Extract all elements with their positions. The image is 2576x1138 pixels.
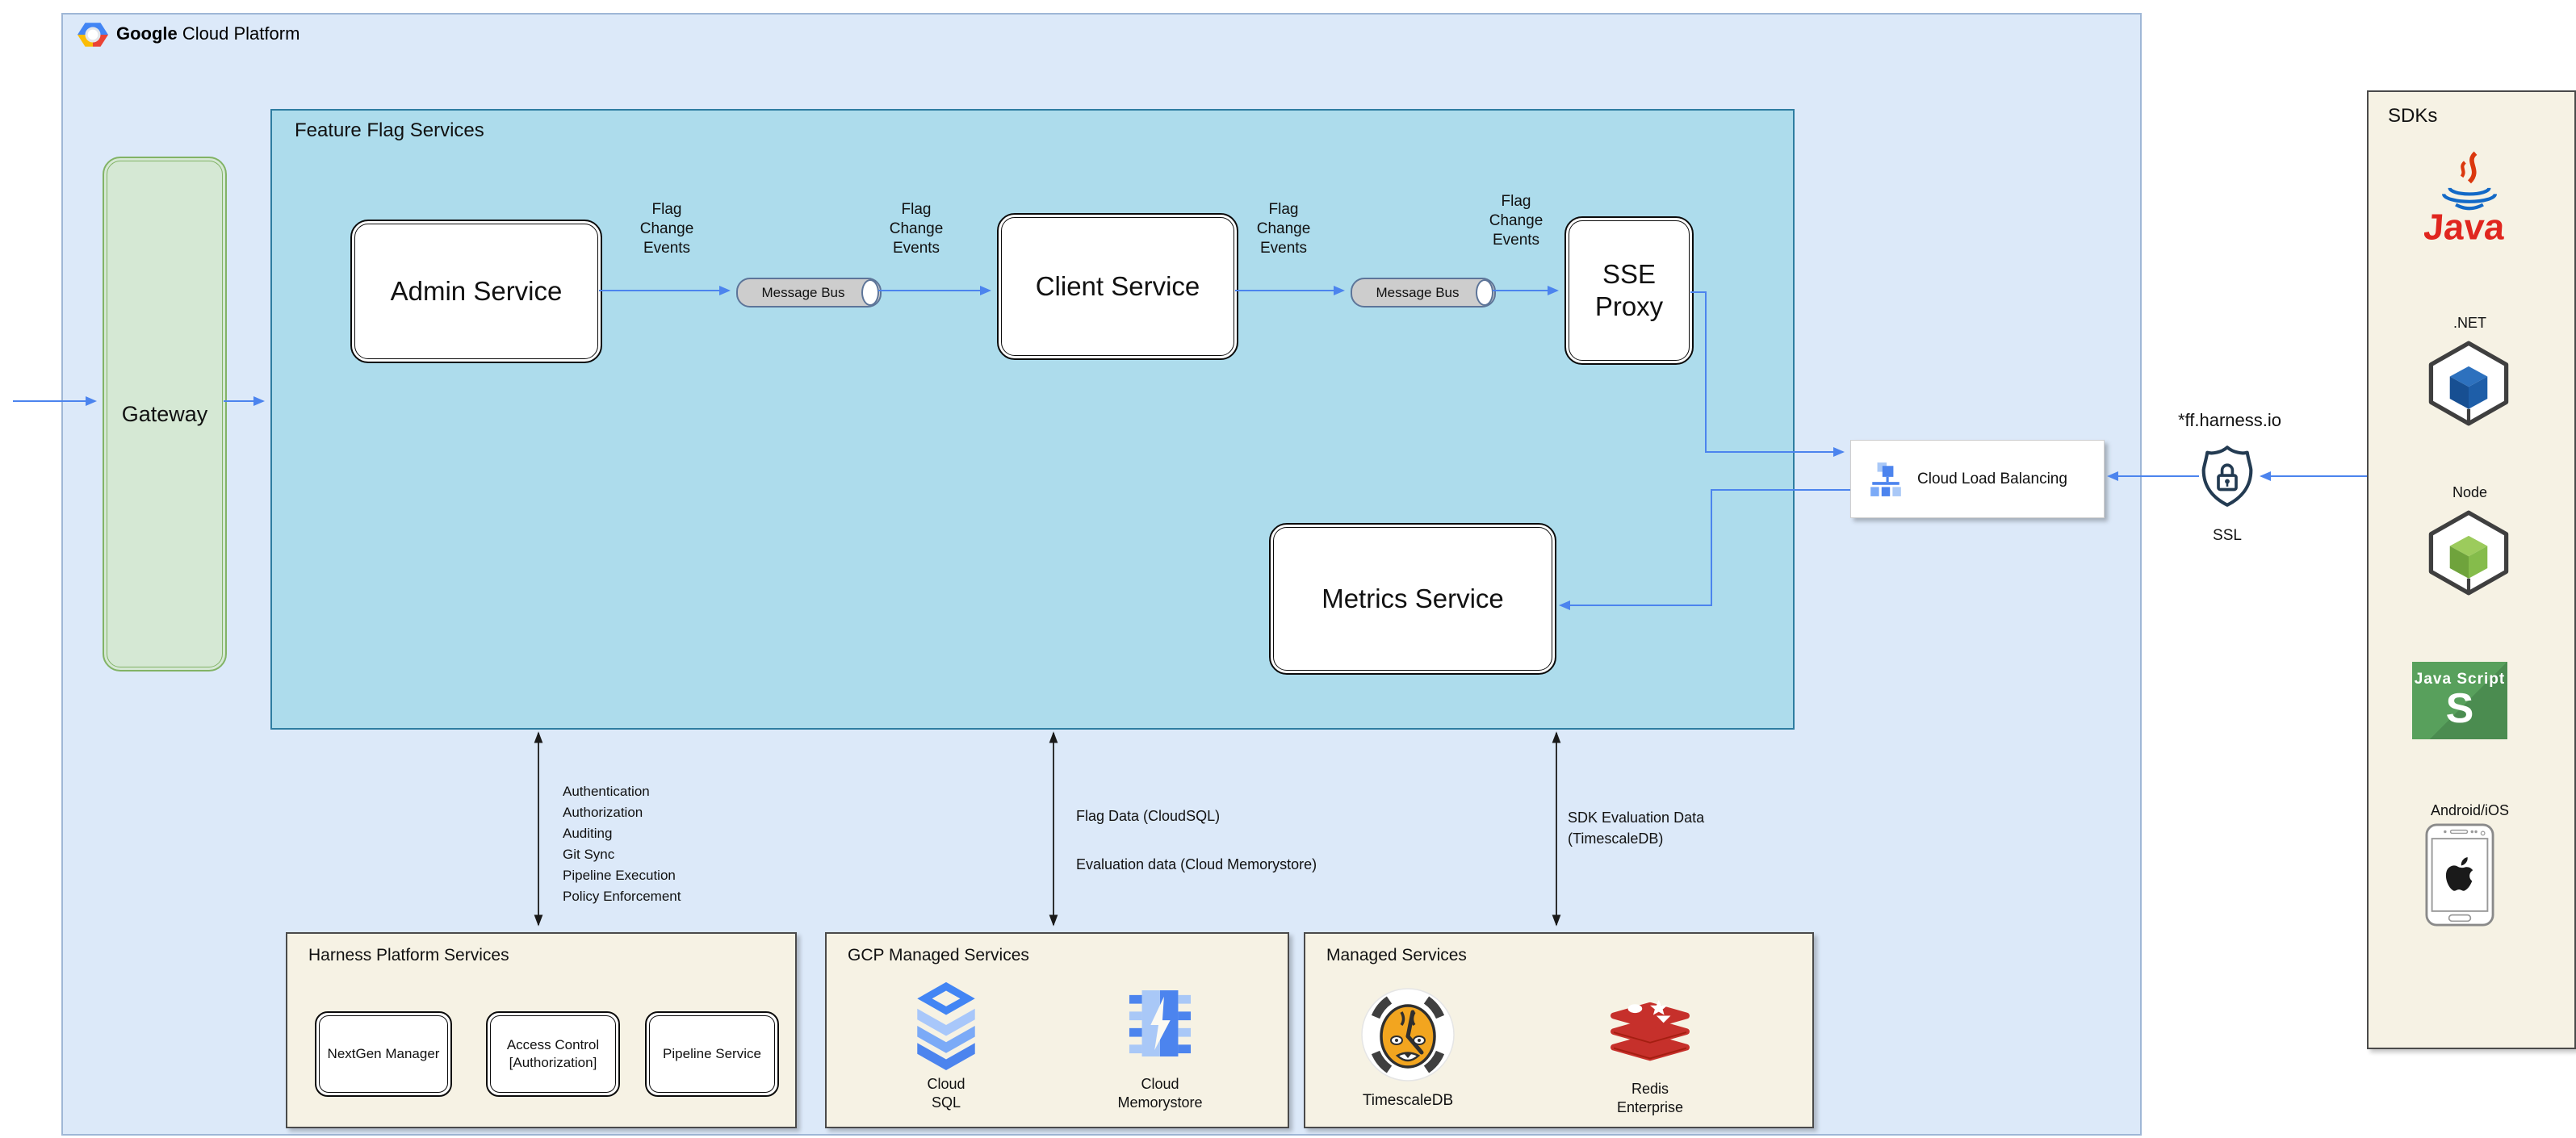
admin-service-node: Admin Service [350,220,602,363]
managed-services-title: Managed Services [1326,946,1467,964]
flag-change-events-label-1: Flag Change Events [639,201,694,257]
client-service-node: Client Service [997,213,1238,360]
android-ios-label: Android/iOS [2430,802,2510,818]
gateway-label: Gateway [121,401,208,426]
metrics-service-label: Metrics Service [1322,584,1504,613]
timescaledb-tiger-icon [1361,988,1455,1082]
mobile-phone-apple-icon [2425,823,2494,927]
admin-service-label: Admin Service [390,276,563,306]
cloud-sql-label: Cloud SQL [927,1076,965,1111]
client-service-label: Client Service [1035,271,1200,301]
ssl-shield-lock-icon [2201,446,2253,507]
sse-proxy-node: SSE Proxy [1564,216,1694,365]
access-control-node: Access Control [Authorization] [486,1011,620,1097]
sdk-evaluation-data-label: SDK Evaluation Data (TimescaleDB) [1568,810,1705,847]
java-sdk-icon: Java [2424,151,2507,248]
brand-bold: Google [116,23,178,44]
message-bus-2-label: Message Bus [1376,284,1460,300]
pipeline-service-node: Pipeline Service [645,1011,779,1097]
timescaledb-label: TimescaleDB [1362,1092,1454,1109]
domain-label: *ff.harness.io [2177,410,2281,430]
nextgen-manager-label: NextGen Manager [327,1046,440,1061]
sse-proxy-label: SSE Proxy [1594,259,1664,321]
redis-enterprise-icon [1611,999,1690,1061]
redis-enterprise-label: Redis Enterprise [1616,1081,1684,1115]
platform-functions-list: Authentication Authorization Auditing Gi… [563,784,681,904]
flag-change-events-label-2: Flag Change Events [889,201,944,257]
message-bus-1-label: Message Bus [761,284,845,300]
access-control-label: Access Control [Authorization] [506,1037,600,1070]
javascript-sdk-icon: Java Script S [2412,662,2507,739]
cloud-memorystore-icon [1129,990,1192,1056]
brand-rest: Cloud Platform [177,23,300,44]
gcp-managed-services-title: GCP Managed Services [848,946,1029,964]
gateway-node: Gateway [103,157,227,672]
gcp-logo-icon [77,23,108,47]
java-logo-text: Java [2424,207,2507,248]
gcp-managed-services-panel [825,932,1289,1128]
gcp-header-title: Google Cloud Platform [116,23,299,44]
cloud-load-balancing-card: Cloud Load Balancing [1850,440,2105,518]
flag-change-events-label-3: Flag Change Events [1256,201,1311,257]
node-sdk-label: Node [2452,484,2488,500]
nextgen-manager-node: NextGen Manager [315,1011,452,1097]
message-bus-2: Message Bus [1351,278,1496,308]
cloud-load-balancing-icon [1870,462,1901,496]
cloud-memorystore-label: Cloud Memorystore [1117,1076,1203,1111]
pipeline-service-label: Pipeline Service [663,1046,761,1061]
harness-platform-services-title: Harness Platform Services [308,946,509,964]
node-cube-icon [2428,510,2509,596]
dotnet-cube-icon [2428,341,2509,426]
ssl-label: SSL [2213,527,2242,544]
flag-data-label: Flag Data (CloudSQL) [1076,808,1221,824]
cloud-load-balancing-label: Cloud Load Balancing [1917,470,2067,487]
javascript-tile-letter: S [2445,685,2474,732]
message-bus-1: Message Bus [736,278,882,308]
feature-flag-services-title: Feature Flag Services [295,119,484,141]
sdks-title: SDKs [2388,105,2438,127]
flag-change-events-label-4: Flag Change Events [1489,193,1544,249]
cloud-sql-icon [917,981,975,1071]
evaluation-data-label: Evaluation data (Cloud Memorystore) [1076,856,1317,872]
javascript-tile-title: Java Script [2414,671,2506,688]
metrics-service-node: Metrics Service [1269,523,1556,675]
dotnet-sdk-label: .NET [2452,315,2486,331]
